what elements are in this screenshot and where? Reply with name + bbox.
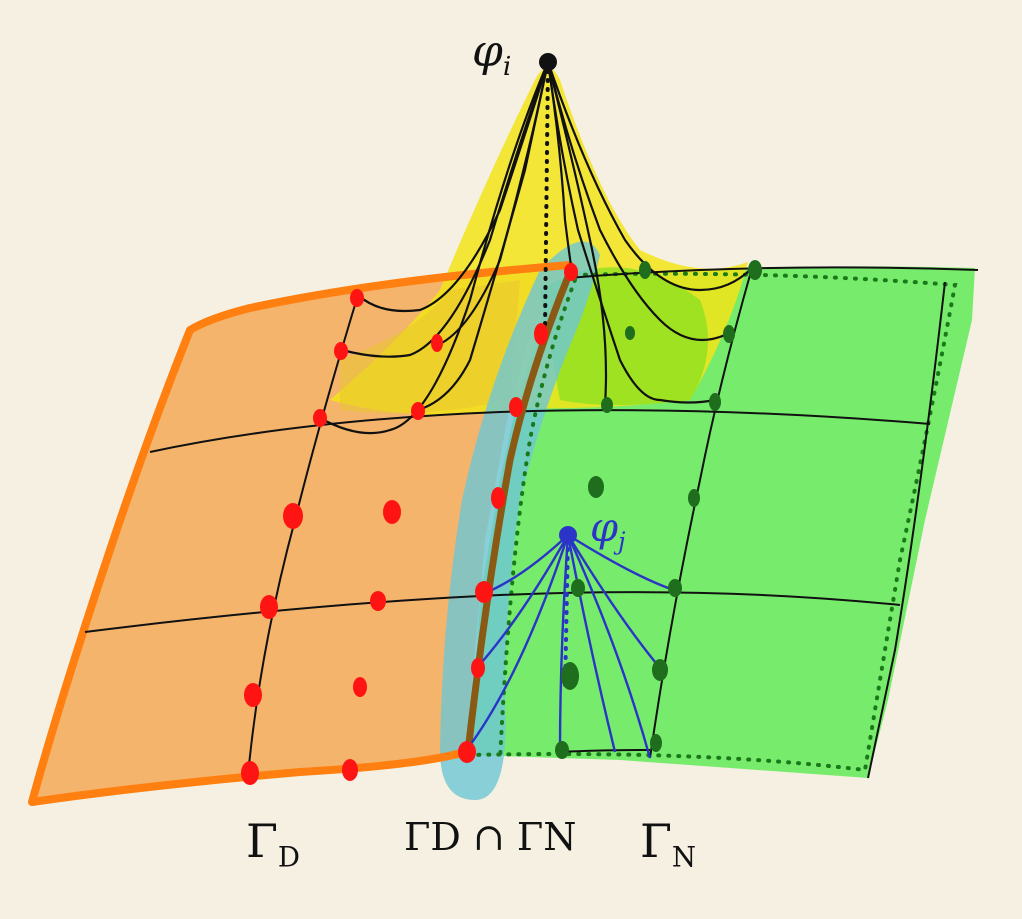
phi-i-label: φi xyxy=(472,30,511,81)
gamma-n-label: ΓN xyxy=(640,818,696,871)
phi-i-symbol: φ xyxy=(472,26,503,77)
phi-j-label: φj xyxy=(590,508,625,553)
gamma-n-subscript: N xyxy=(671,840,697,874)
phi-i-center-dotted xyxy=(543,60,550,332)
gamma-d-symbol: Γ xyxy=(246,814,278,868)
phi-i-apex xyxy=(539,53,557,71)
gamma-d-subscript: D xyxy=(277,840,301,874)
dirichlet-nodes xyxy=(241,263,578,785)
phi-j-lines xyxy=(464,533,681,759)
phi-j-apex xyxy=(559,526,577,544)
dirichlet-border xyxy=(28,261,574,806)
neumann-nodes xyxy=(555,260,762,759)
gamma-d-label: ΓD xyxy=(246,818,300,871)
phi-i-peak-shadow xyxy=(340,280,520,414)
interface-dotted xyxy=(498,278,577,762)
gamma-n-symbol: Γ xyxy=(640,814,672,868)
phi-i-curves xyxy=(319,61,753,435)
phi-j-subscript: j xyxy=(618,527,626,556)
gamma-dn-label: ΓD ∩ ΓN xyxy=(404,815,577,859)
neumann-boundary-dotted xyxy=(468,271,958,773)
phi-i-subscript: i xyxy=(502,51,512,83)
phi-j-symbol: φ xyxy=(590,505,619,551)
